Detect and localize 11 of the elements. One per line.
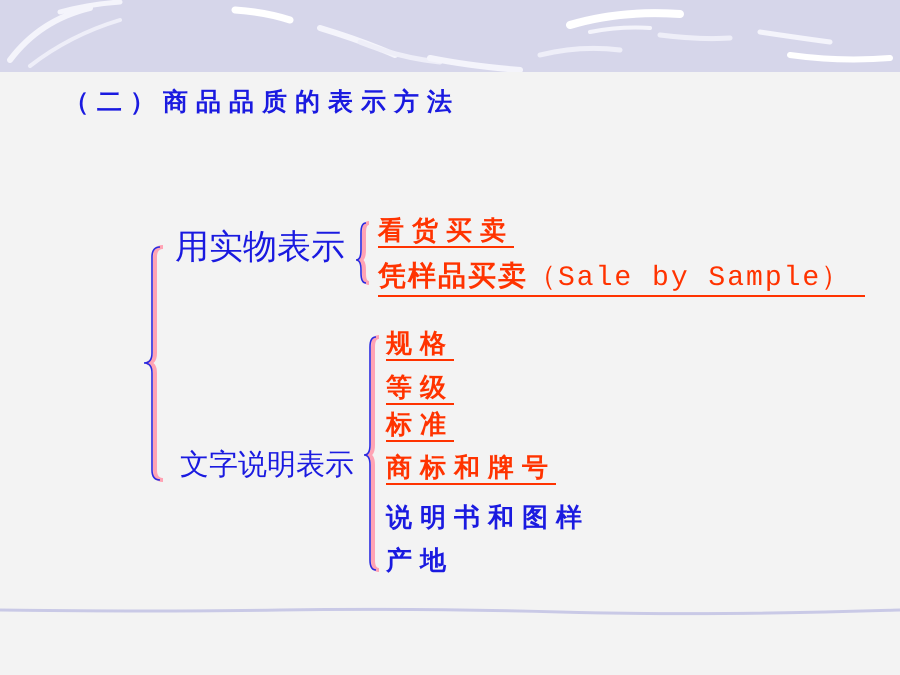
method-label: 说明书和图样 [386,503,590,533]
method-label: 等级 [386,373,454,405]
method-label: 标准 [386,410,454,442]
method-label: 产地 [386,546,454,576]
method-label: 商标和牌号 [386,453,556,485]
category-label: 用实物表示 [175,228,345,268]
category-label: 文字说明表示 [180,449,354,482]
slide-title: （二）商品品质的表示方法 [64,88,460,117]
method-label: 看货买卖 [378,216,514,248]
method-label: 规格 [386,329,454,361]
method-label: 凭样品买卖（Sale by Sample） [378,264,866,297]
